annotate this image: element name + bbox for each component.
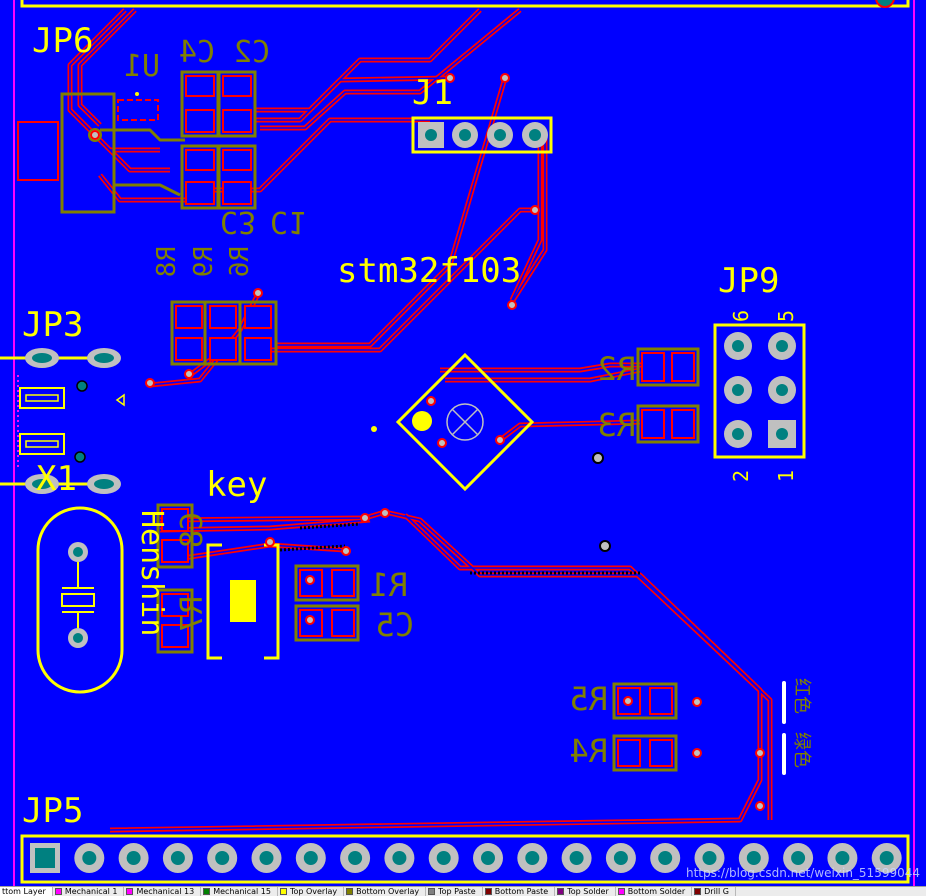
jp5-pin-hole bbox=[613, 851, 628, 865]
label-r2: R2 bbox=[597, 350, 636, 388]
layer-tab-label: Bottom Solder bbox=[627, 887, 686, 896]
jp5-pin-hole bbox=[303, 851, 318, 865]
layer-tab-label: Drill G bbox=[704, 887, 729, 896]
label-key: key bbox=[206, 465, 267, 505]
layer-color-swatch bbox=[694, 888, 702, 895]
jp5-pin-hole bbox=[879, 851, 894, 865]
jp9-pin5-label: 5 bbox=[774, 310, 798, 322]
layer-color-swatch bbox=[54, 888, 62, 895]
mcu-footprint[interactable] bbox=[371, 352, 535, 492]
layer-tab-label: Mechanical 13 bbox=[136, 887, 195, 896]
jp9-pin1-label: 1 bbox=[774, 470, 798, 482]
jp5-pin-hole bbox=[525, 851, 540, 865]
layer-color-swatch bbox=[484, 888, 492, 895]
label-r1: R1 bbox=[369, 566, 408, 604]
jp9-pin6-label: 6 bbox=[729, 310, 753, 322]
jp5-pin-hole bbox=[392, 851, 407, 865]
layer-tab-label: Top Overlay bbox=[289, 887, 338, 896]
label-c1: C1 bbox=[270, 204, 306, 239]
r3-resistor[interactable] bbox=[636, 404, 700, 444]
label-r3: R3 bbox=[597, 406, 636, 444]
jp5-pin-hole bbox=[82, 851, 97, 865]
traces bbox=[67, 8, 773, 833]
jp5-pin-hole bbox=[702, 851, 717, 865]
label-c4: C4 bbox=[179, 35, 215, 70]
c8-r7-pads[interactable] bbox=[156, 503, 194, 654]
label-henshin: Henshin bbox=[134, 510, 169, 636]
cap-pads-upper[interactable] bbox=[185, 75, 252, 205]
label-j1: J1 bbox=[412, 73, 453, 113]
label-jp5: JP5 bbox=[22, 791, 83, 831]
jp5-pin-hole bbox=[348, 851, 363, 865]
top-header-strip bbox=[20, 0, 910, 8]
layer-color-swatch bbox=[203, 888, 211, 895]
jp5-pin-hole bbox=[215, 851, 230, 865]
jp3-connector[interactable] bbox=[0, 348, 125, 494]
jp5-pin-hole bbox=[658, 851, 673, 865]
u1-component[interactable] bbox=[117, 92, 159, 121]
layer-color-swatch bbox=[346, 888, 354, 895]
label-r5: R5 bbox=[569, 680, 608, 718]
label-led-red: 红色 bbox=[791, 678, 812, 714]
label-r9: R9 bbox=[189, 246, 219, 277]
label-led-green: 绿色 bbox=[791, 732, 812, 768]
jp5-header[interactable] bbox=[20, 834, 910, 884]
label-c5: C5 bbox=[375, 606, 414, 644]
label-c2: C2 bbox=[234, 35, 270, 70]
layer-tab-label: Bottom Overlay bbox=[356, 887, 420, 896]
jp9-pin2-label: 2 bbox=[729, 470, 753, 482]
jp5-pin-hole bbox=[259, 851, 274, 865]
label-c3: C3 bbox=[220, 204, 256, 239]
board-outline bbox=[13, 0, 915, 886]
jp5-pin-hole bbox=[436, 851, 451, 865]
jp5-pin-hole bbox=[481, 851, 495, 865]
layer-tab-label: Top Paste bbox=[438, 887, 476, 896]
label-jp6: JP6 bbox=[32, 21, 93, 61]
layer-color-swatch bbox=[428, 888, 436, 895]
label-r6: R6 bbox=[225, 246, 255, 277]
label-r8: R8 bbox=[152, 246, 182, 277]
layer-tab-label: ttom Layer bbox=[2, 887, 46, 896]
layer-tab-label: Mechanical 1 bbox=[64, 887, 118, 896]
jp5-pin-hole bbox=[835, 851, 850, 865]
vias bbox=[90, 73, 765, 811]
cap-outlines-upper bbox=[180, 70, 257, 210]
label-c8: C8 bbox=[175, 512, 210, 548]
layer-color-swatch bbox=[279, 888, 287, 895]
layer-color-swatch bbox=[617, 888, 625, 895]
layer-tab[interactable]: ttom Layer bbox=[0, 887, 53, 896]
label-mcu: stm32f103 bbox=[337, 251, 521, 291]
free-vias bbox=[592, 452, 611, 552]
r2-resistor[interactable] bbox=[636, 347, 700, 387]
jp5-pin-hole bbox=[746, 851, 761, 865]
label-u1: U1 bbox=[124, 49, 160, 84]
x1-crystal[interactable] bbox=[36, 506, 124, 694]
label-r7: R7 bbox=[175, 596, 210, 632]
r4-resistor[interactable] bbox=[612, 734, 678, 772]
jp5-pin-hole bbox=[170, 851, 185, 865]
jp9-header[interactable] bbox=[713, 323, 806, 459]
label-x1: X1 bbox=[36, 459, 77, 499]
r8-r9-r6-pads[interactable] bbox=[170, 300, 278, 366]
layer-tab-label: Top Solder bbox=[567, 887, 609, 896]
watermark: https://blog.csdn.net/weixin_51599044 bbox=[685, 866, 920, 880]
label-r4: R4 bbox=[569, 732, 608, 770]
label-jp3: JP3 bbox=[22, 305, 83, 345]
label-jp9: JP9 bbox=[718, 261, 779, 301]
layer-tab-bar[interactable]: ttom Layer Mechanical 1 Mechanical 13 Mecha… bbox=[0, 886, 926, 896]
layer-color-swatch bbox=[557, 888, 565, 895]
jp5-pin-hole bbox=[569, 851, 584, 865]
j1-header[interactable] bbox=[411, 116, 553, 154]
jp5-pin-hole bbox=[126, 851, 141, 865]
layer-color-swatch bbox=[126, 888, 134, 895]
layer-tab-label: Mechanical 15 bbox=[213, 887, 271, 896]
jp5-pin-hole bbox=[791, 851, 806, 865]
layer-tab-label: Bottom Paste bbox=[494, 887, 549, 896]
